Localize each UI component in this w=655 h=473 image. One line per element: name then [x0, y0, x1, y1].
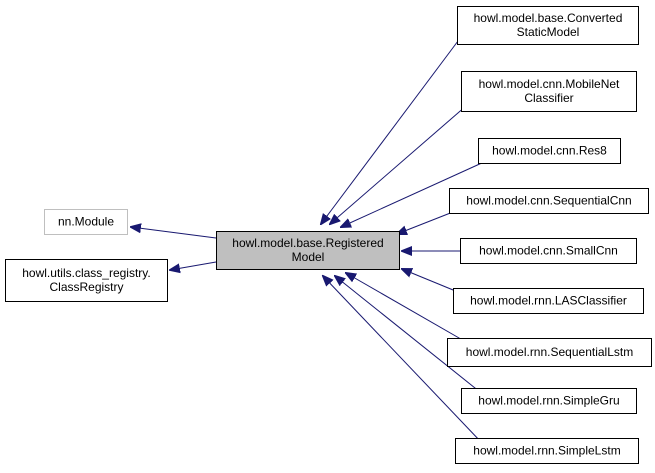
node-box — [5, 259, 168, 302]
node-box — [478, 138, 621, 164]
node-label-line: howl.utils.class_registry. — [22, 266, 150, 280]
edge-las-classifier — [402, 269, 459, 293]
node-label-line: howl.model.cnn.Res8 — [492, 144, 607, 158]
node-label-line: howl.model.cnn.SequentialCnn — [466, 194, 631, 208]
node-box — [449, 188, 649, 214]
node-box — [455, 438, 639, 464]
node-las-classifier[interactable]: howl.model.rnn.LASClassifier — [453, 288, 644, 314]
node-simple-lstm[interactable]: howl.model.rnn.SimpleLstm — [455, 438, 639, 464]
edge-mobilenet-classifier — [330, 105, 467, 224]
node-res8[interactable]: howl.model.cnn.Res8 — [478, 138, 621, 164]
edge-converted-static-model — [321, 36, 462, 224]
node-simple-gru[interactable]: howl.model.rnn.SimpleGru — [461, 388, 637, 414]
node-label-line: howl.model.base.Registered — [232, 236, 383, 250]
node-box — [447, 338, 652, 367]
node-box — [44, 209, 128, 235]
node-label-line: howl.model.rnn.SimpleLstm — [473, 444, 620, 458]
node-label-line: Model — [292, 250, 325, 264]
edge-simple-lstm — [323, 276, 483, 444]
edges-layer — [131, 36, 485, 444]
node-box — [461, 388, 637, 414]
edge-simple-gru — [335, 276, 481, 393]
node-class-registry[interactable]: howl.utils.class_registry.ClassRegistry — [5, 259, 168, 302]
node-label-line: howl.model.rnn.SimpleGru — [478, 394, 619, 408]
node-label-line: howl.model.rnn.LASClassifier — [470, 294, 627, 308]
node-sequential-cnn[interactable]: howl.model.cnn.SequentialCnn — [449, 188, 649, 214]
node-label-line: howl.model.cnn.SmallCnn — [479, 244, 618, 258]
node-label-line: Classifier — [524, 91, 573, 105]
node-box — [460, 238, 637, 264]
node-label-line: howl.model.cnn.MobileNet — [479, 77, 620, 91]
node-box — [453, 288, 644, 314]
edge-sequential-lstm — [346, 273, 467, 343]
node-nn-module: nn.Module — [44, 209, 128, 235]
node-label-line: howl.model.base.Converted — [474, 11, 623, 25]
node-box — [457, 6, 639, 45]
node-label-line: StaticModel — [517, 25, 580, 39]
node-label-line: howl.model.rnn.SequentialLstm — [466, 345, 633, 359]
node-sequential-lstm[interactable]: howl.model.rnn.SequentialLstm — [447, 338, 652, 367]
edge-sequential-cnn — [397, 209, 459, 234]
edge-res8 — [341, 161, 485, 227]
edge-class-registry — [170, 261, 217, 270]
node-box — [216, 231, 400, 270]
node-label-line: ClassRegistry — [49, 280, 123, 294]
node-label-line: nn.Module — [58, 215, 114, 229]
node-box — [461, 71, 637, 112]
edge-nn-module — [131, 227, 217, 239]
node-small-cnn[interactable]: howl.model.cnn.SmallCnn — [460, 238, 637, 264]
